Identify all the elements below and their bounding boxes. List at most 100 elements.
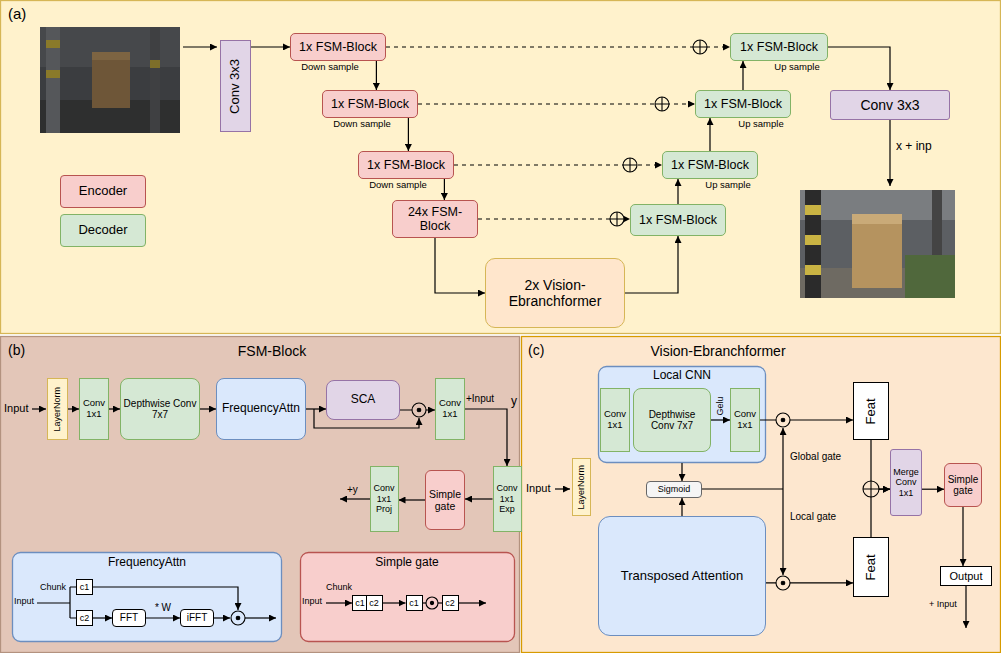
- node-label: Simple gate: [428, 488, 462, 512]
- node-label: 1x FSM-Block: [367, 158, 445, 172]
- activation-box: Sigmoid: [646, 481, 702, 498]
- add-symbol: [693, 40, 707, 54]
- chunk-box: c1: [76, 579, 93, 595]
- flow-arrow: [408, 118, 409, 151]
- add-symbol: [610, 212, 624, 226]
- legend-text: Encoder: [79, 184, 127, 199]
- flow-arrow: [828, 47, 890, 90]
- node-label: (a): [8, 6, 26, 23]
- node-label: Conv 1x1: [82, 398, 106, 420]
- conv-block: Depthwise Conv 7x7: [120, 378, 200, 440]
- photo-pole: [932, 190, 942, 255]
- conv-block: Merge Conv 1x1: [890, 449, 922, 516]
- annotation-label: y: [511, 395, 517, 408]
- conv-block: Conv 1x1: [730, 388, 760, 452]
- annotation-label: Chunk: [40, 583, 66, 593]
- flow-arrow: [760, 419, 853, 420]
- transform-box: FFT: [112, 609, 146, 627]
- flow-arrow: [709, 118, 710, 151]
- detail-panel: FrequencyAttnc1c2FFTiFFT: [12, 552, 282, 642]
- node-label: Output: [949, 570, 982, 583]
- flow-arrow: [383, 602, 406, 603]
- conv-block: Conv 1x1 Exp: [493, 466, 522, 532]
- flow-arrow: [251, 46, 290, 47]
- flow-arrow: [444, 179, 445, 200]
- gate-wire: [782, 489, 783, 575]
- photo-pole: [805, 190, 821, 298]
- attention-block: Transposed Attention: [598, 516, 766, 636]
- chunk-box: c2: [442, 595, 459, 611]
- node-label: Conv 1x1 Exp: [496, 483, 519, 514]
- decoder-block: 1x FSM-BlockUp sample: [662, 151, 758, 179]
- node-label: 1x FSM-Block: [639, 213, 717, 227]
- annotation-label: Input: [302, 597, 322, 607]
- flow-arrow: [435, 238, 485, 293]
- node-label: c1: [409, 598, 419, 608]
- panel-background: [1, 337, 520, 653]
- edge-label: Gelu: [716, 395, 726, 416]
- annotation-label: Input: [4, 402, 28, 414]
- node-label: SCA: [351, 393, 376, 407]
- photo-stripe: [46, 40, 60, 48]
- annotation-label: Local gate: [790, 511, 836, 522]
- bottleneck-block: 2x Vision-Ebranchformer: [485, 258, 625, 328]
- skip-connection: [418, 103, 695, 104]
- conv-block: Depthwise Conv 7x7: [633, 388, 711, 452]
- flow-arrow: [465, 498, 493, 499]
- photo-box: [92, 58, 130, 108]
- output-wire: [457, 602, 486, 603]
- input-wire: [183, 46, 217, 47]
- node-label: (c): [528, 343, 544, 358]
- output-wire: [889, 120, 890, 186]
- gate-wire: [782, 428, 783, 489]
- node-label: Conv 1x1: [733, 409, 757, 431]
- node-label: LayerNorm: [52, 387, 62, 432]
- photo-stripe: [150, 60, 160, 68]
- panel: (b)FSM-BlockLayerNormConv 1x1Depthwise C…: [0, 336, 520, 653]
- node-label: 24x FSM-Block: [395, 205, 475, 234]
- node-label: Feat: [864, 398, 879, 424]
- encoder-block: 24x FSM-Block: [392, 200, 478, 238]
- detail-panel-background: [301, 553, 515, 642]
- photo-stripe: [805, 235, 821, 245]
- photo-stripe: [805, 265, 821, 275]
- flow-arrow: [93, 617, 112, 618]
- conv-block: Conv 1x1: [435, 378, 465, 440]
- gate-block: Simple gate: [425, 470, 465, 530]
- multiply-symbol: [412, 403, 426, 417]
- multiply-symbol: [430, 601, 433, 604]
- skip-connection: [478, 218, 630, 219]
- decoder-block: 1x FSM-BlockUp sample: [730, 33, 828, 61]
- node-label: Depthwise Conv 7x7: [636, 409, 708, 432]
- node-label: Depthwise Conv 7x7: [123, 398, 197, 421]
- photo-stripe: [805, 205, 821, 215]
- node-label: iFFT: [187, 612, 208, 624]
- node-label: Conv 3x3: [860, 97, 919, 113]
- photo-box-top: [852, 214, 902, 224]
- flow-arrow: [376, 61, 377, 90]
- multiply-symbol: [236, 616, 240, 620]
- node-label: 1x FSM-Block: [299, 40, 377, 54]
- flow-arrow: [625, 236, 678, 293]
- panel-background: [522, 337, 1001, 653]
- conv-block: Conv 1x1 Proj: [370, 466, 399, 532]
- group-box: Local CNNConv 1x1Depthwise Conv 7x7Conv …: [598, 366, 766, 463]
- add-symbol: [863, 481, 879, 497]
- flow-arrow: [399, 499, 426, 500]
- panel: (a)Conv 3x31x FSM-BlockDown sample1x FSM…: [0, 0, 1001, 334]
- node-label: Simple gate: [375, 556, 438, 569]
- conv-block: Conv 1x1: [79, 378, 109, 440]
- photo-plants: [905, 255, 955, 298]
- annotation-label: +Input: [466, 393, 494, 404]
- gate-wire: [702, 488, 783, 489]
- node-label: 2x Vision-Ebranchformer: [488, 277, 622, 309]
- flow-arrow: [109, 408, 120, 409]
- decoder-block: 1x FSM-Block: [630, 204, 726, 236]
- decoder-block: 1x FSM-BlockUp sample: [695, 90, 791, 118]
- photo-pole: [46, 27, 60, 133]
- node-label: FrequencyAttn: [108, 556, 186, 569]
- annotation-label: x + inp: [896, 140, 932, 153]
- photo-ground: [800, 190, 955, 298]
